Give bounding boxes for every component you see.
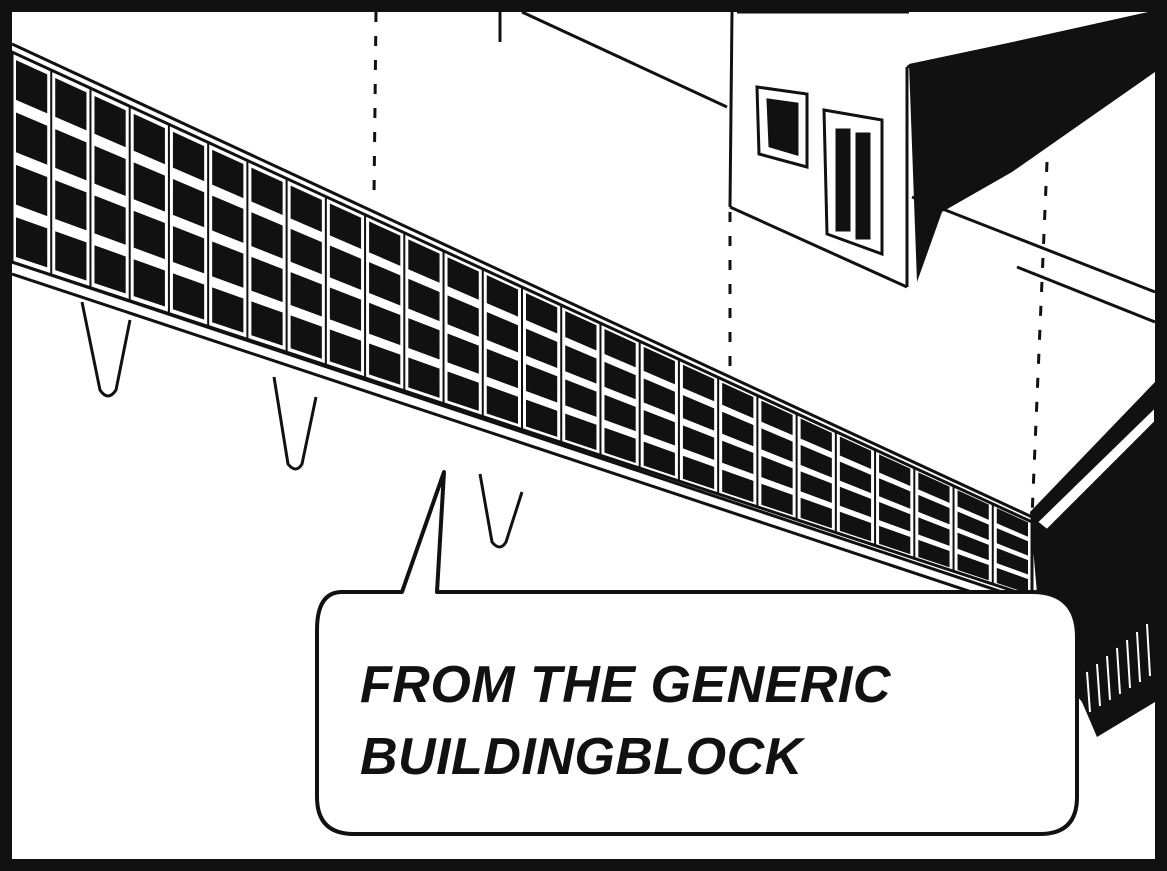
piloti <box>274 377 316 469</box>
piloti <box>480 474 522 547</box>
building-sketch: FROM THE GENERIC BUILDINGBLOCK <box>12 12 1155 859</box>
dashed-guide-line <box>1032 162 1047 517</box>
caption-line-1: FROM THE GENERIC <box>360 656 892 714</box>
piloti <box>82 302 130 396</box>
upper-block-shadow-face <box>909 12 1155 282</box>
dashed-guide-line <box>374 12 376 197</box>
caption-line-2: BUILDINGBLOCK <box>360 728 806 786</box>
window-pane <box>857 134 869 238</box>
window-pane <box>837 130 849 230</box>
window-pane <box>768 100 797 154</box>
window <box>824 110 882 254</box>
